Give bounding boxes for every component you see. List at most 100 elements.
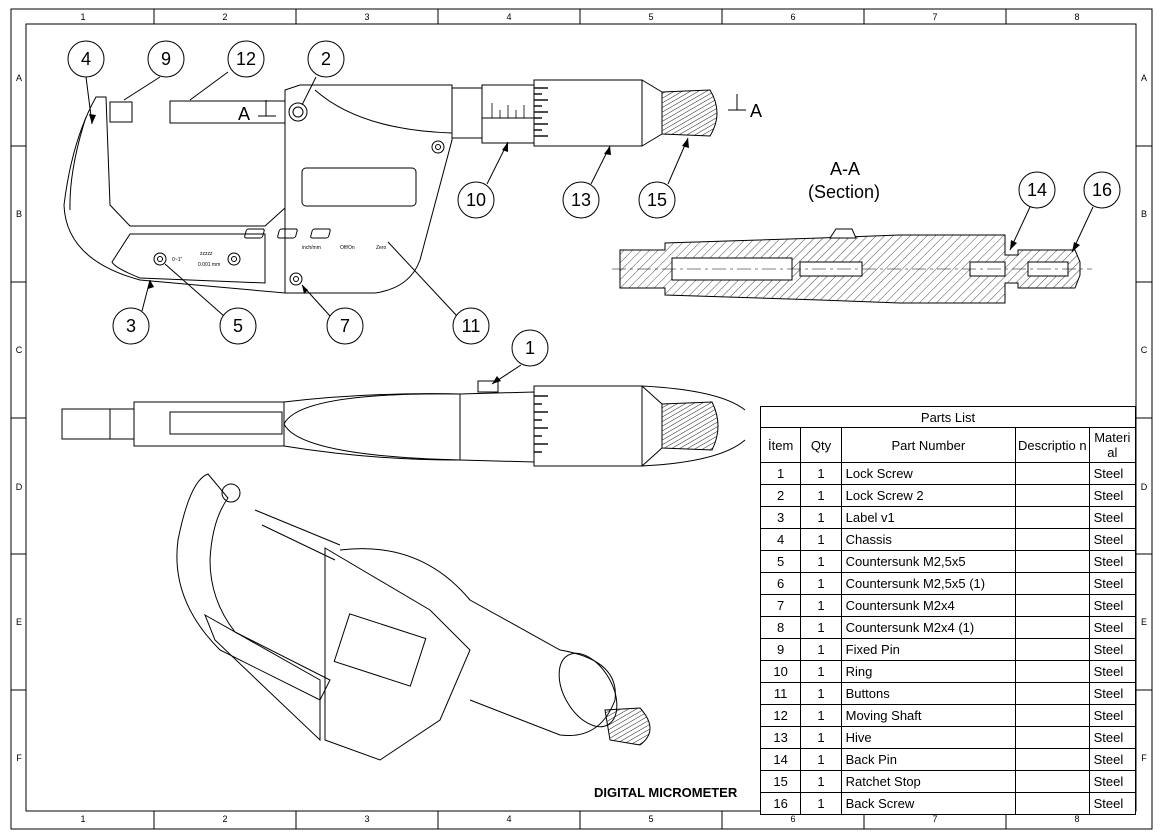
drawing-title: DIGITAL MICROMETER xyxy=(594,785,738,800)
zone-row-label-right: A xyxy=(1141,73,1147,83)
body-outline xyxy=(284,84,453,294)
zone-col-label-bottom: 5 xyxy=(648,814,653,824)
sleeve-ticks xyxy=(491,103,525,118)
zone-row-label-left: A xyxy=(16,73,22,83)
balloon-14: 14 xyxy=(1018,171,1056,209)
cell-description xyxy=(1015,462,1090,485)
cell-material: Steel xyxy=(1088,616,1137,639)
zone-col-label-top: 8 xyxy=(1074,12,1079,22)
top-view xyxy=(61,380,746,467)
section-marker-right: A xyxy=(750,101,762,121)
cell-description xyxy=(1015,506,1090,529)
cell-material: Steel xyxy=(1088,792,1137,815)
cell-item: 14 xyxy=(759,748,802,771)
cell-material: Steel xyxy=(1088,660,1137,683)
cell-material: Steel xyxy=(1088,726,1137,749)
section-view xyxy=(612,228,1092,304)
parts-list-table: Parts List İtem Qty Part Number Descript… xyxy=(759,406,1137,815)
cell-item: 6 xyxy=(759,572,802,595)
balloon-3: 3 xyxy=(112,307,150,345)
cell-part-number: Hive xyxy=(840,726,1017,749)
label-resolution: 0.001 mm xyxy=(198,262,220,268)
barrel-front xyxy=(451,87,483,139)
zone-col-label-bottom: 7 xyxy=(932,814,937,824)
zone-col-label-top: 4 xyxy=(506,12,511,22)
balloon-number: 12 xyxy=(236,49,256,69)
cell-qty: 1 xyxy=(800,506,842,529)
cell-item: 15 xyxy=(759,770,802,793)
cell-description xyxy=(1015,594,1090,617)
cell-item: 11 xyxy=(759,682,802,705)
balloon-circle xyxy=(452,307,490,345)
balloon-7: 7 xyxy=(326,307,364,345)
cell-description xyxy=(1015,616,1090,639)
screw-7 xyxy=(289,272,303,286)
screw-8 xyxy=(431,140,445,154)
header-description: Descriptio n xyxy=(1015,427,1090,463)
leader-arrowheads xyxy=(89,114,1080,384)
cell-part-number: Moving Shaft xyxy=(840,704,1017,727)
zone-col-label-top: 7 xyxy=(932,12,937,22)
balloon-circle xyxy=(457,181,495,219)
zone-row-label-left: B xyxy=(16,209,22,219)
cell-item: 5 xyxy=(759,550,802,573)
cell-qty: 1 xyxy=(800,550,842,573)
cell-item: 13 xyxy=(759,726,802,749)
cell-item: 4 xyxy=(759,528,802,551)
balloon-1: 1 xyxy=(511,329,549,367)
balloon-5: 5 xyxy=(219,307,257,345)
cell-part-number: Countersunk M2x4 xyxy=(840,594,1017,617)
zone-row-label-right: D xyxy=(1141,482,1148,492)
zone-col-label-bottom: 4 xyxy=(506,814,511,824)
cell-description xyxy=(1015,682,1090,705)
zone-col-label-top: 6 xyxy=(790,12,795,22)
lock-screw-front xyxy=(288,102,308,122)
balloon-4: 4 xyxy=(67,40,105,78)
cell-material: Steel xyxy=(1088,506,1137,529)
zone-row-label-right: E xyxy=(1141,617,1147,627)
parts-list-title: Parts List xyxy=(760,406,1136,428)
cell-part-number: Countersunk M2,5x5 xyxy=(840,550,1017,573)
thimble-front xyxy=(533,79,643,147)
cell-qty: 1 xyxy=(800,748,842,771)
fixed-pin xyxy=(109,101,133,123)
cell-part-number: Countersunk M2,5x5 (1) xyxy=(840,572,1017,595)
cell-material: Steel xyxy=(1088,528,1137,551)
cell-part-number: Back Pin xyxy=(840,748,1017,771)
cell-qty: 1 xyxy=(800,682,842,705)
balloon-circle xyxy=(67,40,105,78)
balloon-number: 7 xyxy=(340,316,350,336)
screw-6 xyxy=(227,252,241,266)
zone-col-label-top: 5 xyxy=(648,12,653,22)
balloon-number: 10 xyxy=(466,190,486,210)
balloon-circle xyxy=(1083,171,1121,209)
cell-part-number: Ring xyxy=(840,660,1017,683)
balloon-number: 1 xyxy=(525,338,535,358)
balloon-10: 10 xyxy=(457,181,495,219)
cell-qty: 1 xyxy=(800,660,842,683)
cell-part-number: Back Screw xyxy=(840,792,1017,815)
cell-qty: 1 xyxy=(800,572,842,595)
moving-shaft xyxy=(169,100,286,124)
screw-5 xyxy=(153,252,167,266)
zone-col-label-bottom: 8 xyxy=(1074,814,1079,824)
cell-description xyxy=(1015,572,1090,595)
balloon-15: 15 xyxy=(638,181,676,219)
balloon-circle xyxy=(227,40,265,78)
zone-row-label-left: E xyxy=(16,617,22,627)
zone-row-label-left: F xyxy=(16,753,22,763)
balloon-circle xyxy=(326,307,364,345)
cell-material: Steel xyxy=(1088,638,1137,661)
cell-qty: 1 xyxy=(800,770,842,793)
label-plate xyxy=(111,233,266,284)
front-buttons xyxy=(244,228,331,239)
